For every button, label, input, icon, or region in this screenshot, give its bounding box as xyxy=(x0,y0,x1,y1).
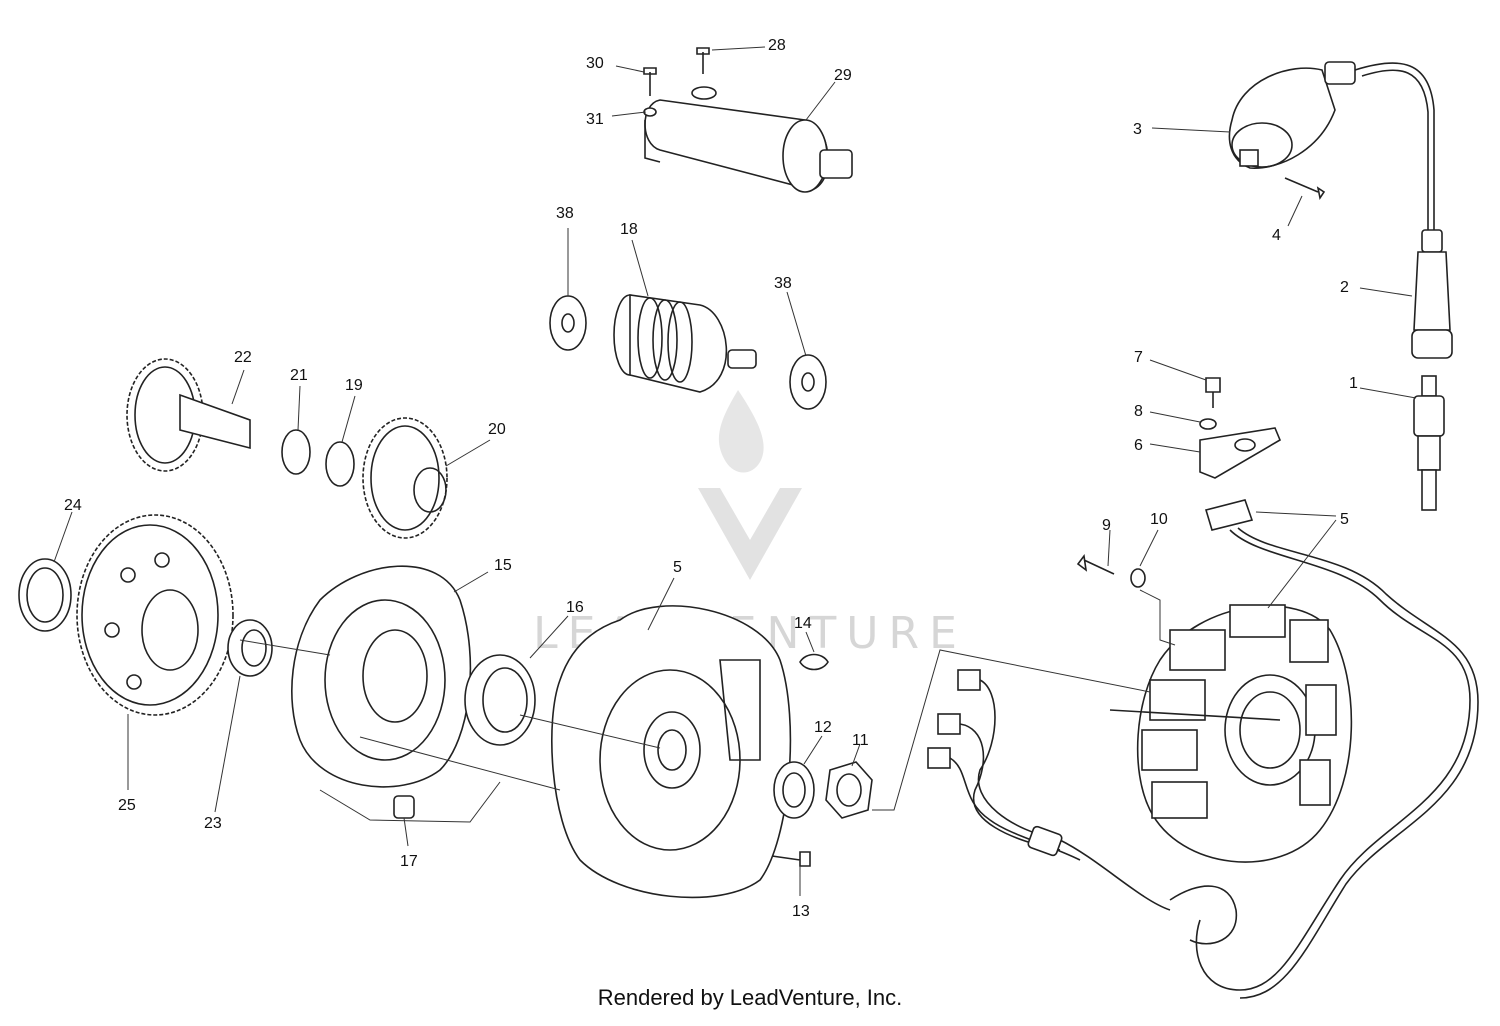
idle-gear-shaft-22 xyxy=(126,358,251,472)
washer-24 xyxy=(18,558,72,632)
label-part-10: 10 xyxy=(1150,511,1168,528)
screw-4 xyxy=(1284,177,1326,201)
bolt-13 xyxy=(771,851,811,867)
label-part-18: 18 xyxy=(620,221,638,238)
starter-motor xyxy=(644,86,853,193)
label-part-15: 15 xyxy=(494,557,512,574)
screw-9 xyxy=(1076,553,1115,575)
ignition-coil xyxy=(1228,61,1435,230)
one-way-clutch-16 xyxy=(464,654,536,746)
leader-lines xyxy=(53,46,1417,896)
flywheel-rotor xyxy=(551,605,792,899)
washer-12 xyxy=(773,761,815,819)
thrust-washer-38-right xyxy=(789,354,827,410)
label-part-12: 12 xyxy=(814,719,832,736)
label-part-20: 20 xyxy=(488,421,506,438)
label-part-8: 8 xyxy=(1134,403,1143,420)
label-part-38-right: 38 xyxy=(774,275,792,292)
label-part-30: 30 xyxy=(586,55,604,72)
spark-plug-cap xyxy=(1411,229,1453,359)
grommet xyxy=(1027,825,1063,857)
label-part-6: 6 xyxy=(1134,437,1143,454)
starter-clutch-housing xyxy=(291,565,472,788)
washer-10 xyxy=(1130,568,1146,588)
label-part-2: 2 xyxy=(1340,279,1349,296)
pickup-sensor xyxy=(1195,499,1479,999)
woodruff-key-14 xyxy=(799,653,829,671)
label-part-13: 13 xyxy=(792,903,810,920)
needle-bearing-23 xyxy=(227,619,273,677)
bolt-30 xyxy=(643,67,657,96)
starter-drive-gear xyxy=(613,294,757,393)
label-part-1: 1 xyxy=(1349,375,1358,392)
label-part-19: 19 xyxy=(345,377,363,394)
footer-credit: Rendered by LeadVenture, Inc. xyxy=(597,985,903,1010)
screw-7 xyxy=(1205,377,1221,408)
label-part-5-rotor: 5 xyxy=(673,559,682,576)
label-part-28: 28 xyxy=(768,37,786,54)
nut-11 xyxy=(825,761,873,819)
label-part-24: 24 xyxy=(64,497,82,514)
label-part-3: 3 xyxy=(1133,121,1142,138)
washer-19 xyxy=(325,441,355,487)
stator-assembly xyxy=(1109,604,1353,863)
label-part-5-pickup: 5 xyxy=(1340,511,1349,528)
label-part-17: 17 xyxy=(400,853,418,870)
watermark-logo-icon xyxy=(698,488,802,580)
label-part-29: 29 xyxy=(834,67,852,84)
label-part-9: 9 xyxy=(1102,517,1111,534)
bolt-28 xyxy=(696,47,710,74)
dowel-pin-17 xyxy=(393,795,415,819)
label-part-31: 31 xyxy=(586,111,604,128)
label-part-25: 25 xyxy=(118,797,136,814)
label-part-38-left: 38 xyxy=(556,205,574,222)
watermark-flame-icon xyxy=(718,390,764,473)
label-part-11: 11 xyxy=(852,732,869,749)
label-part-7: 7 xyxy=(1134,349,1143,366)
part-number-labels: 1 2 3 4 5 5 6 7 8 9 10 11 12 13 14 15 16… xyxy=(64,37,1358,920)
wire-harness xyxy=(927,669,1238,945)
thrust-washer-38-left xyxy=(549,295,587,351)
washer-8 xyxy=(1199,418,1217,430)
label-part-23: 23 xyxy=(204,815,222,832)
spark-plug xyxy=(1413,375,1445,511)
label-part-4: 4 xyxy=(1272,227,1281,244)
label-part-21: 21 xyxy=(290,367,308,384)
pickup-bracket xyxy=(1199,427,1282,479)
watermark: LEADVENTURE xyxy=(533,390,957,659)
large-gear-25 xyxy=(76,514,234,716)
label-part-16: 16 xyxy=(566,599,584,616)
label-part-14: 14 xyxy=(794,615,812,632)
washer-21 xyxy=(281,429,311,475)
idle-gear-20 xyxy=(362,417,448,539)
label-part-22: 22 xyxy=(234,349,252,366)
